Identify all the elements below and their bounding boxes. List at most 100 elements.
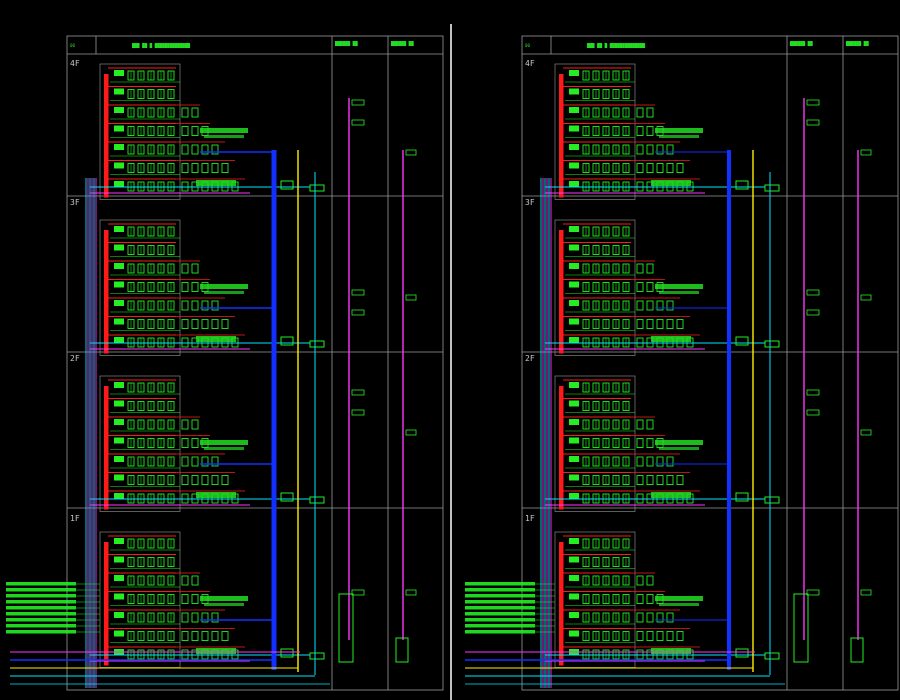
legend-text-line <box>6 630 76 634</box>
legend-text-line <box>6 618 76 622</box>
breaker-label-block <box>114 474 124 481</box>
annotation-text-block <box>200 128 248 133</box>
floor-group <box>545 63 780 200</box>
riser-tag <box>806 289 820 296</box>
breaker-label-block <box>114 107 124 113</box>
breaker-label-block <box>569 226 579 232</box>
device-symbol <box>191 263 199 274</box>
annotation-text-block <box>196 492 236 498</box>
annotation-text-block <box>651 492 691 498</box>
riser-tag <box>405 149 417 156</box>
legend-text-line <box>6 588 76 592</box>
device-symbol <box>666 319 674 329</box>
device-symbol <box>636 126 644 136</box>
breaker-label-block <box>569 593 579 600</box>
breaker-label-block <box>114 281 124 288</box>
device-symbol <box>666 631 674 641</box>
breaker-label-block <box>114 337 124 343</box>
device-symbol <box>211 144 219 155</box>
device-symbol <box>636 475 644 485</box>
right-riser-diagram: 00 ███ ██ █ ██████████████ ██████ ██ ███… <box>465 35 899 691</box>
device-symbol <box>181 419 189 430</box>
breaker-label-block <box>569 281 579 288</box>
riser-tag <box>351 409 365 416</box>
breaker-label-block <box>569 493 579 499</box>
riser-tag <box>806 119 820 126</box>
junction-box <box>764 184 780 192</box>
device-symbol <box>191 594 199 604</box>
header-title: ███ ██ █ ██████████████ <box>586 43 645 49</box>
device-symbol <box>676 475 684 485</box>
device-symbol <box>636 319 644 329</box>
breaker-label-block <box>114 612 124 618</box>
device-symbol <box>211 475 219 485</box>
floor-labels: 4F 3F 2F 1F <box>525 59 535 523</box>
breaker-label-block <box>569 419 579 425</box>
annotation-text-block <box>196 648 236 654</box>
device-symbol <box>646 438 654 448</box>
breaker-label-block <box>114 593 124 600</box>
riser-tag <box>405 429 417 436</box>
annotation-text-block <box>659 291 699 294</box>
red-power-riser <box>104 386 109 510</box>
legend-text-line <box>465 600 535 604</box>
legend-text-line <box>465 612 535 616</box>
device-symbol <box>636 438 644 448</box>
floor-label-1f: 1F <box>70 514 80 523</box>
device-symbol <box>666 163 674 173</box>
equipment-rack-outline <box>554 63 636 200</box>
annotation-text-block <box>655 440 703 445</box>
breaker-label-block <box>569 244 579 251</box>
device-symbol <box>646 263 654 274</box>
device-symbol <box>181 282 189 292</box>
header-code: 00 <box>70 43 76 48</box>
riser-tag <box>806 309 820 316</box>
device-symbol <box>636 631 644 641</box>
device-symbol <box>646 612 654 623</box>
device-symbol <box>191 126 199 136</box>
device-symbol <box>191 438 199 448</box>
device-symbol <box>646 300 654 311</box>
junction-box <box>309 184 325 192</box>
legend-text-line <box>465 618 535 622</box>
header-column-a: ██████ ██ <box>334 41 358 47</box>
breaker-label-block <box>569 88 579 95</box>
device-symbol <box>181 263 189 274</box>
floor-label-3f: 3F <box>525 198 535 207</box>
device-symbol <box>191 107 199 118</box>
device-symbol <box>181 456 189 467</box>
device-symbol <box>201 631 209 641</box>
breaker-label-block <box>114 456 124 462</box>
device-symbol <box>636 107 644 118</box>
floor-group <box>90 63 325 200</box>
junction-box <box>764 340 780 348</box>
annotation-text-block <box>204 135 244 138</box>
device-symbol <box>666 475 674 485</box>
breaker-label-block <box>114 419 124 425</box>
riser-tag <box>351 119 365 126</box>
device-symbol <box>191 419 199 430</box>
device-symbol <box>646 144 654 155</box>
device-symbol <box>211 456 219 467</box>
floor-group <box>545 531 780 668</box>
device-symbol <box>676 163 684 173</box>
device-symbol <box>666 612 674 623</box>
breaker-label-block <box>114 244 124 251</box>
device-symbol <box>656 475 664 485</box>
floor-label-4f: 4F <box>70 59 80 68</box>
breaker-label-block <box>569 556 579 563</box>
breaker-label-block <box>114 88 124 95</box>
junction-box <box>280 180 294 190</box>
device-symbol <box>636 300 644 311</box>
annotation-text-block <box>204 603 244 606</box>
legend-text-line <box>465 594 535 598</box>
riser-tag <box>860 429 872 436</box>
device-symbol <box>191 575 199 586</box>
breaker-label-block <box>114 538 124 544</box>
device-symbol <box>221 319 229 329</box>
annotation-text-block <box>200 440 248 445</box>
floor-group <box>90 375 325 512</box>
device-symbol <box>191 144 199 155</box>
device-symbol <box>656 300 664 311</box>
floor-group <box>545 219 780 356</box>
